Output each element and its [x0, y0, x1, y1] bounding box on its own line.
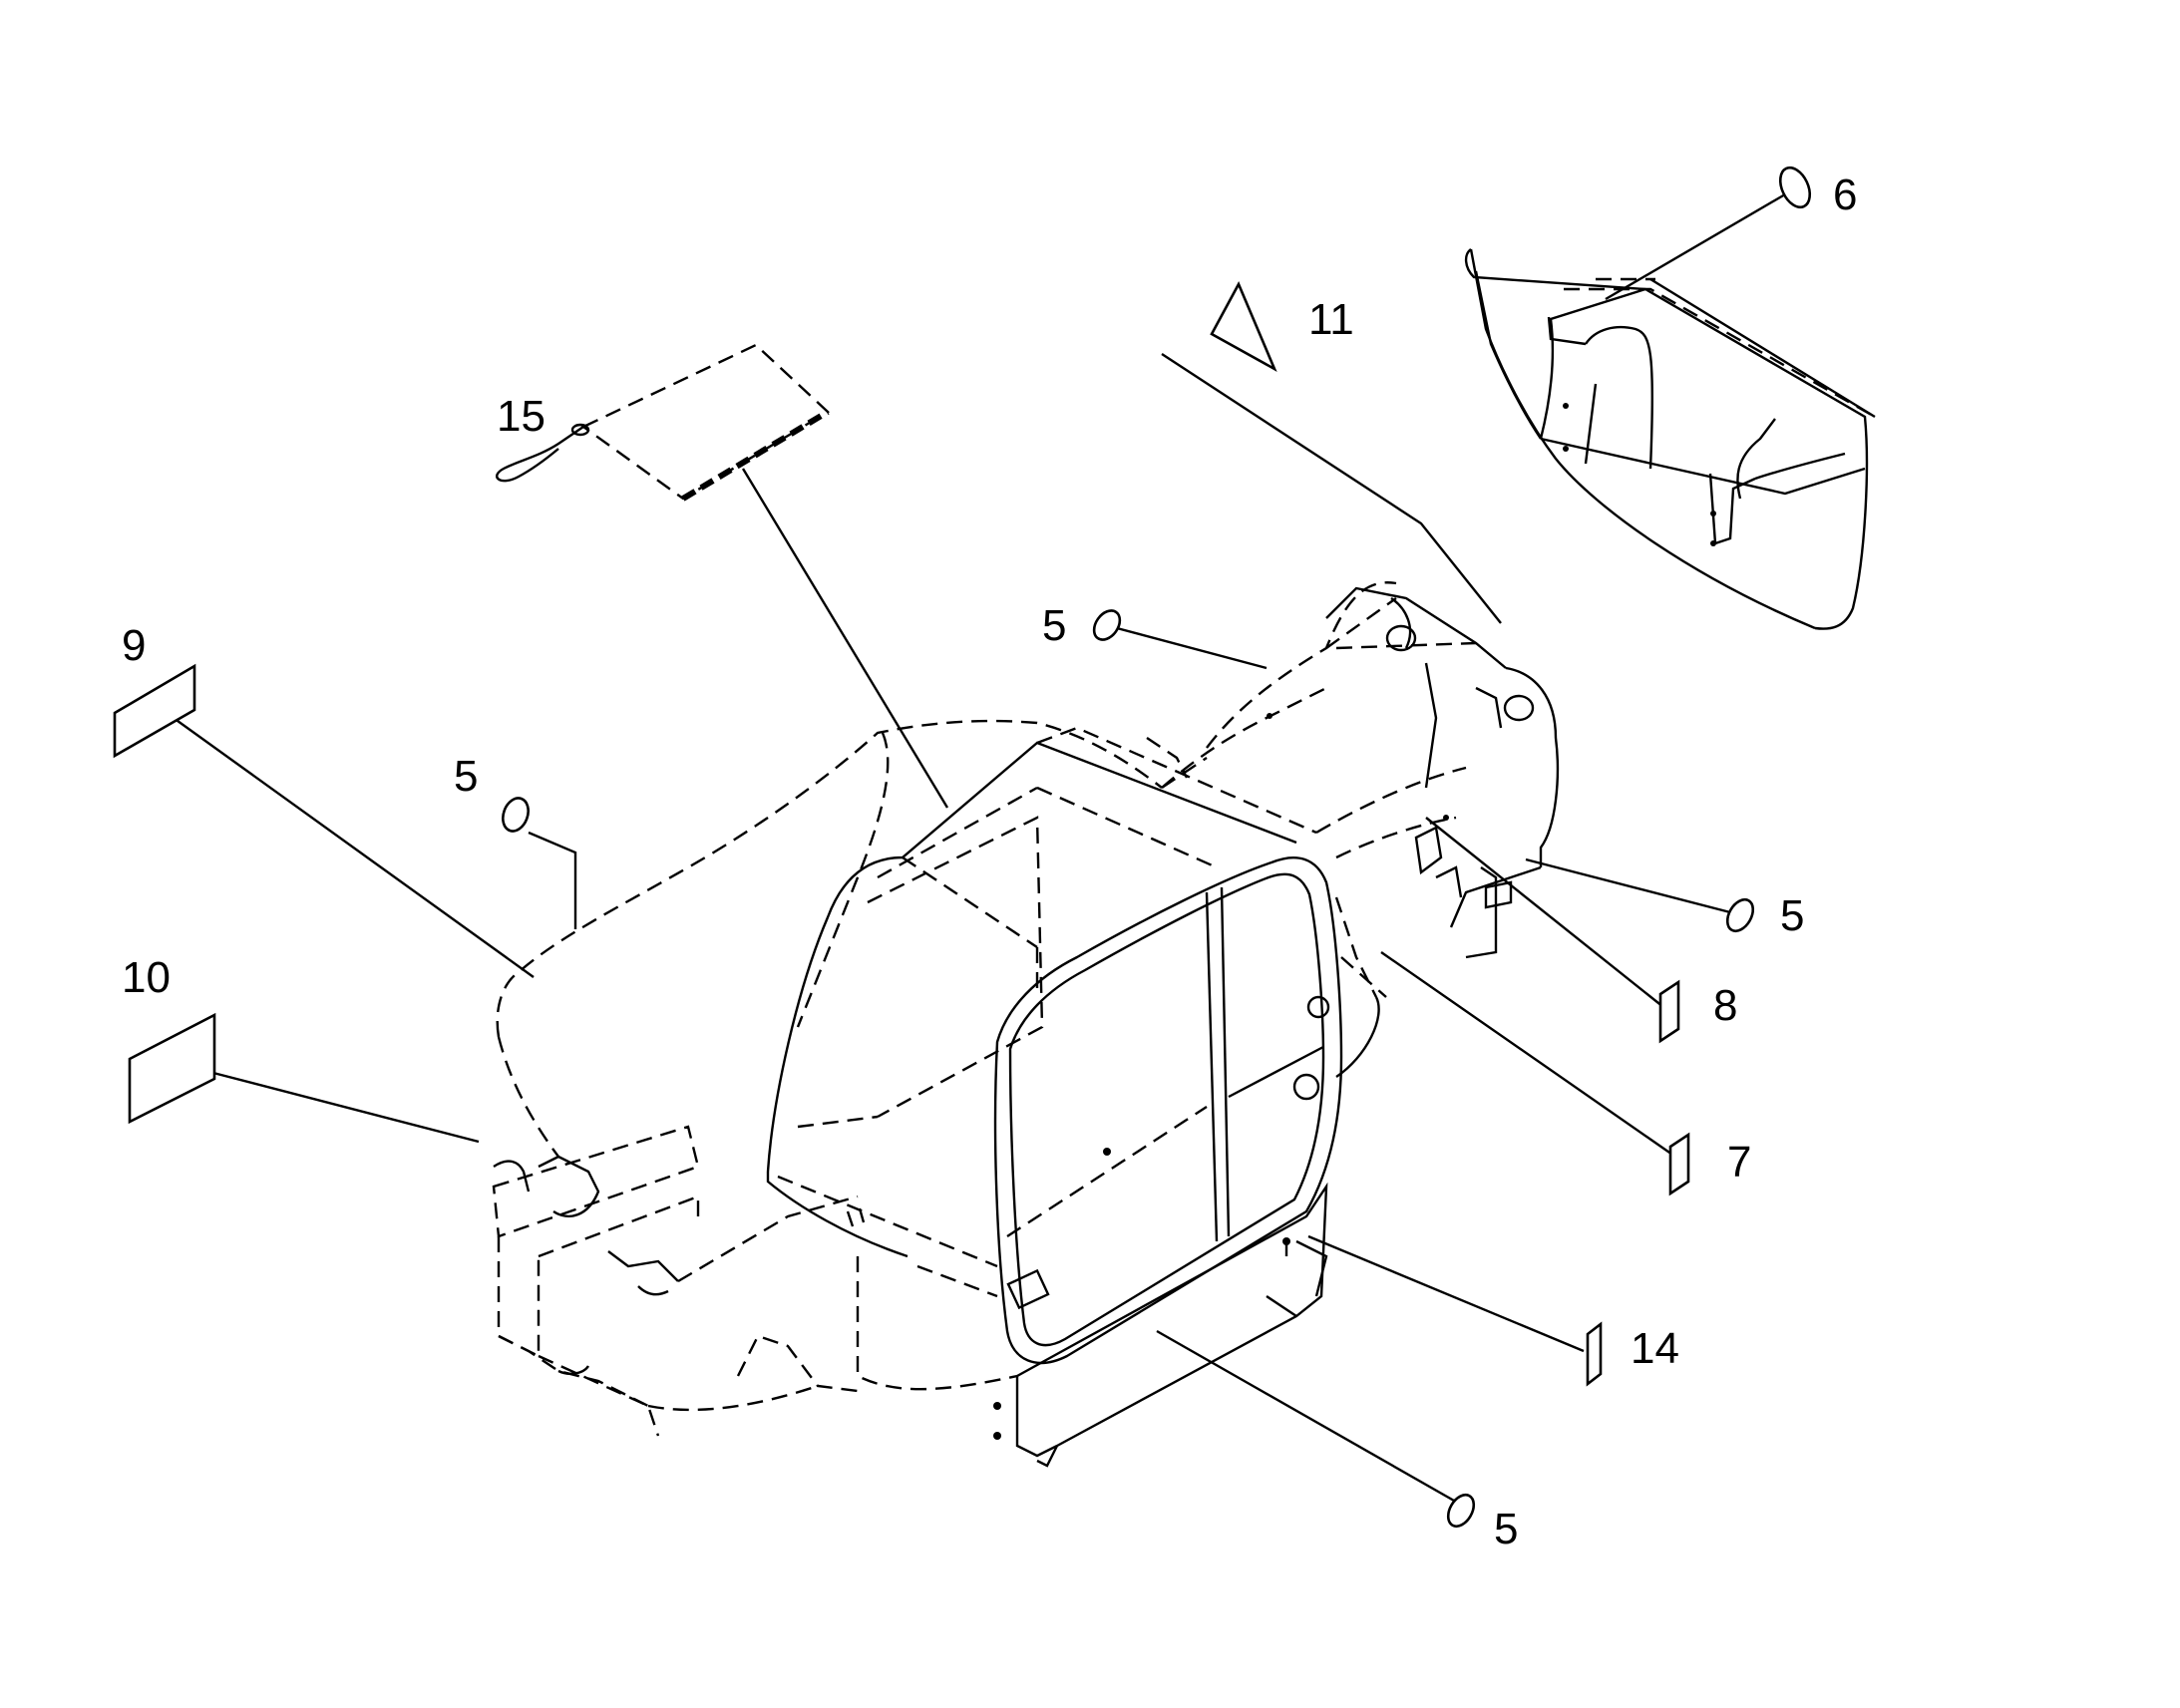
callout-5-top: 5: [1042, 601, 1066, 650]
machine-chassis: [492, 581, 1560, 1468]
part-15-document-pouch: [496, 343, 830, 502]
callout-9: 9: [122, 621, 146, 670]
callout-14: 14: [1631, 1324, 1679, 1373]
part-14-decal: [1586, 1321, 1603, 1387]
callout-5-bottom: 5: [1494, 1505, 1518, 1553]
operator-cab: [766, 726, 1343, 1365]
part-5-washer-c: [1725, 897, 1755, 933]
callout-5-right: 5: [1780, 891, 1804, 940]
callout-11: 11: [1308, 295, 1354, 344]
part-7-decal: [1668, 1132, 1690, 1196]
part-11-warning-triangle: [1210, 281, 1277, 372]
leader-lines: [159, 192, 1786, 1503]
part-10-decal: [128, 1012, 216, 1125]
callout-8: 8: [1713, 981, 1737, 1030]
part-5-washer-a: [502, 797, 530, 833]
part-5-washer-d: [1446, 1493, 1476, 1529]
part-6-washer: [1778, 166, 1812, 209]
part-9-decal: [113, 663, 196, 759]
callout-7: 7: [1727, 1138, 1751, 1187]
part-8-decal: [1658, 979, 1680, 1044]
callout-6: 6: [1833, 171, 1857, 219]
callout-5-left: 5: [454, 752, 478, 801]
part-5-washer-b: [1092, 609, 1122, 641]
callout-15: 15: [497, 392, 545, 441]
callout-10: 10: [122, 953, 171, 1002]
counterweight: [1464, 248, 1876, 630]
callout-labels: 15 11 6 9 5 5 5 10 8 7 14 5: [122, 171, 1857, 1553]
